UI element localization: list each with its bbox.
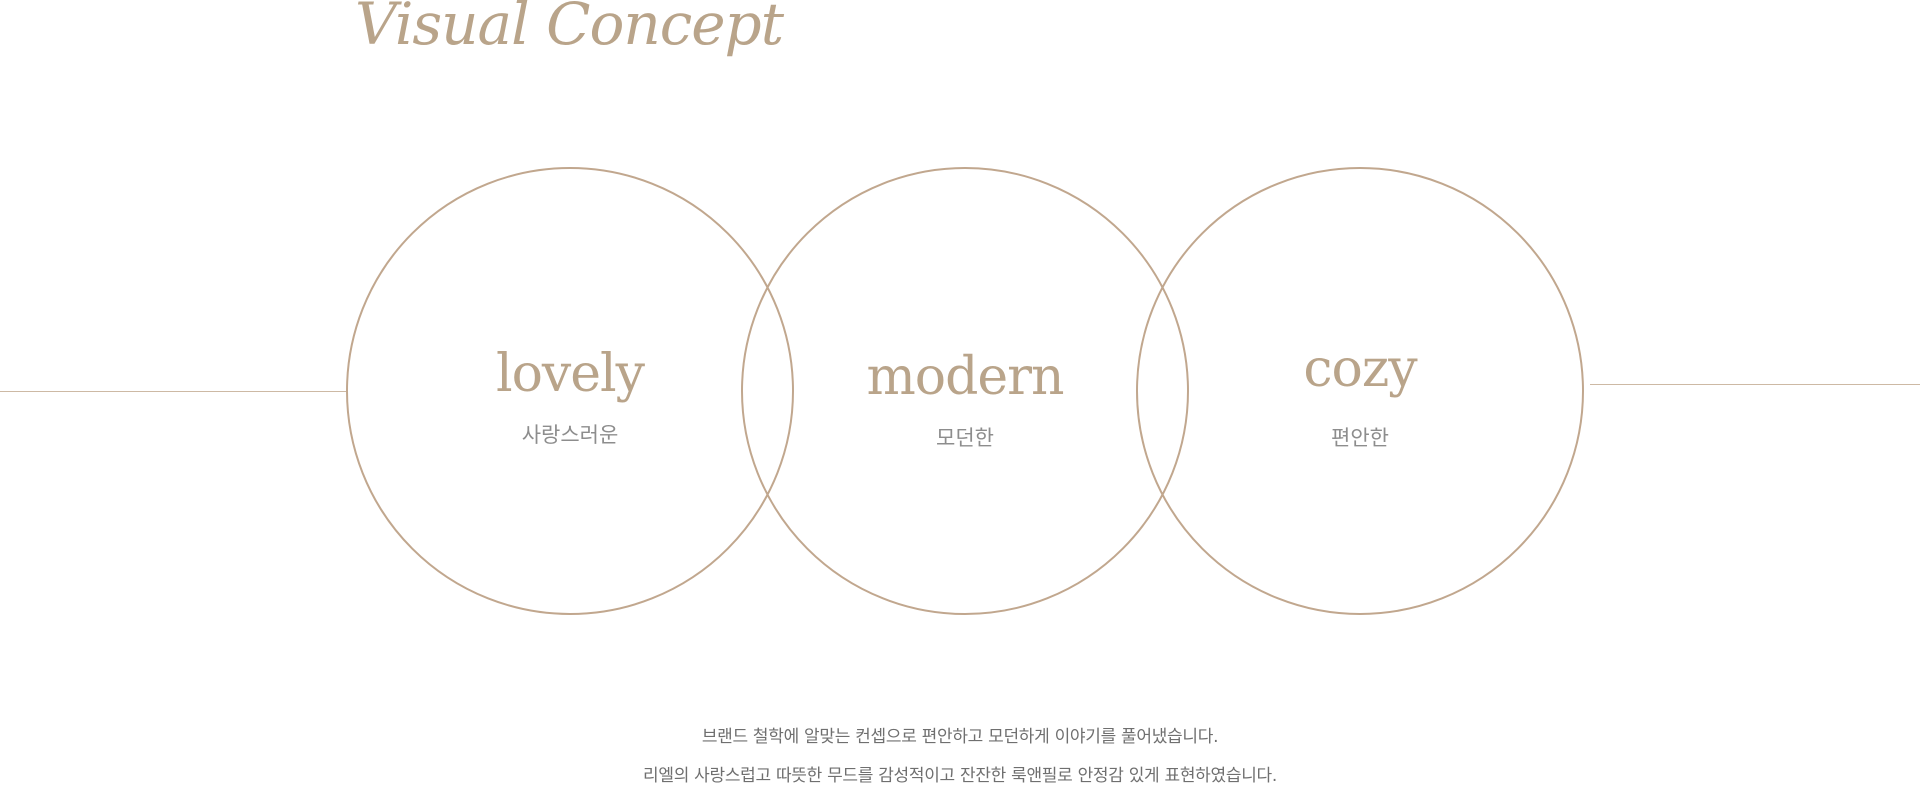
concept-lovely: lovely 사랑스러운 xyxy=(346,344,794,448)
description-line-2: 리엘의 사랑스럽고 따뜻한 무드를 감성적이고 잔잔한 룩앤필로 안정감 있게 … xyxy=(643,766,1277,786)
left-divider-line xyxy=(0,391,346,392)
right-divider-line xyxy=(1590,384,1920,385)
section-title: Visual Concept xyxy=(355,0,784,58)
concept-modern: modern 모던한 xyxy=(741,347,1189,451)
description-line-1: 브랜드 철학에 알맞는 컨셉으로 편안하고 모던하게 이야기를 풀어냈습니다. xyxy=(701,727,1219,747)
concept-subtitle: 모던한 xyxy=(936,426,994,450)
concept-subtitle: 사랑스러운 xyxy=(521,423,619,447)
concept-cozy: cozy 편안한 xyxy=(1136,339,1584,451)
concept-word: modern xyxy=(866,347,1064,407)
concept-word: cozy xyxy=(1303,339,1417,399)
concept-circle-cozy xyxy=(1136,167,1584,615)
concept-word: lovely xyxy=(495,344,645,404)
concept-subtitle: 편안한 xyxy=(1331,426,1389,450)
